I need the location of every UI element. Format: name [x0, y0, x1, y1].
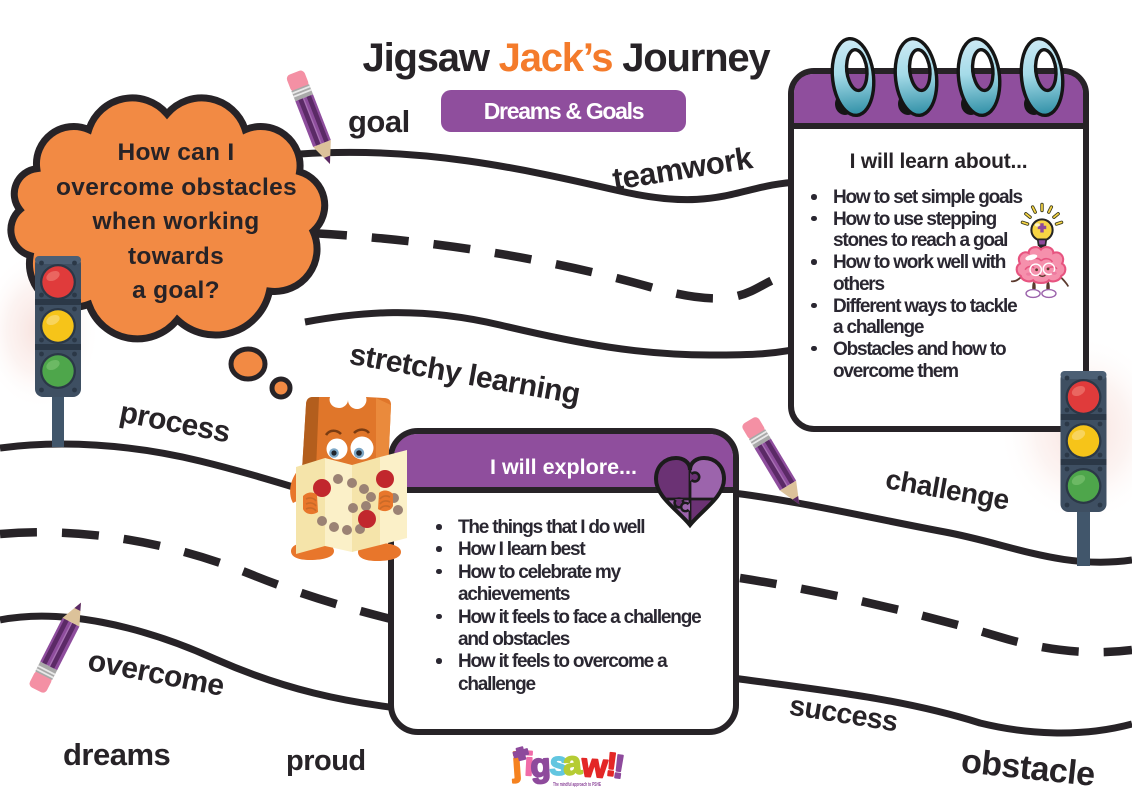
svg-text:g: g — [529, 746, 551, 784]
svg-text:!: ! — [604, 745, 619, 783]
svg-text:w: w — [580, 746, 610, 785]
svg-text:s: s — [549, 744, 570, 782]
svg-text:a: a — [561, 743, 583, 782]
svg-text:The mindful approach to PSHE: The mindful approach to PSHE — [553, 782, 601, 788]
svg-text:!: ! — [611, 747, 627, 785]
